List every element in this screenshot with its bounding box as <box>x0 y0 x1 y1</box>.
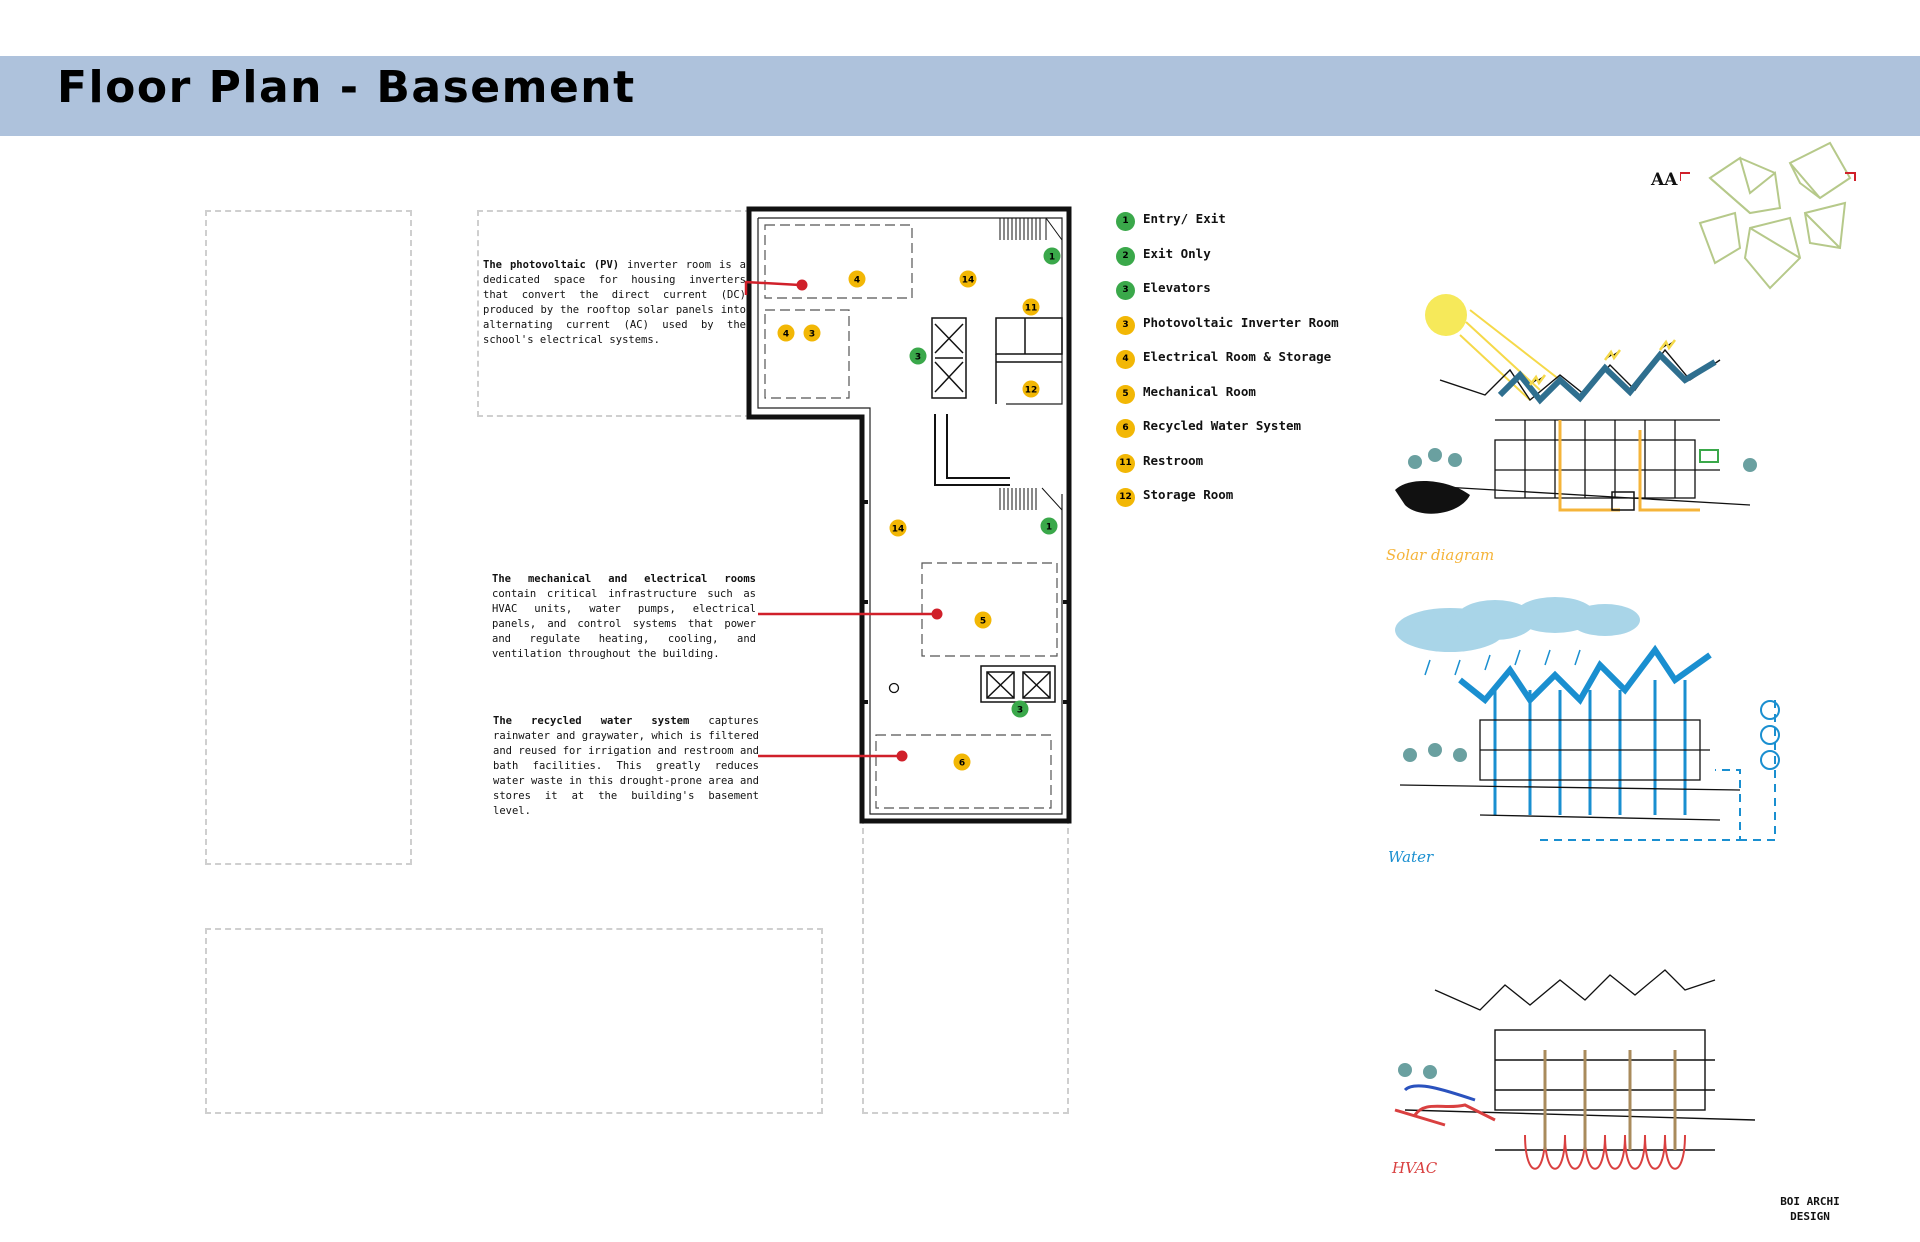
mechanical-room-outline <box>921 562 1058 657</box>
legend-item: 4 Electrical Room & Storage <box>1116 346 1376 381</box>
legend-dot: 4 <box>1116 350 1135 369</box>
plan-marker-4b-label: 4 <box>783 330 789 340</box>
elevator-upper <box>931 317 967 399</box>
plan-marker-12 <box>1022 380 1040 398</box>
plan-marker-6 <box>953 753 971 771</box>
plan-marker-3c-label: 3 <box>1017 706 1023 716</box>
note-recycled-water: The recycled water system captures rainw… <box>493 715 759 817</box>
legend-item: 3 Elevators <box>1116 277 1376 312</box>
legend-label: Storage Room <box>1143 487 1234 502</box>
hvac-section-sketch <box>1394 969 1756 1170</box>
plan-marker-14a <box>959 270 977 288</box>
legend-label: Restroom <box>1143 452 1204 468</box>
legend-dot: 11 <box>1116 453 1135 473</box>
leader-dot-water <box>896 750 908 762</box>
plan-marker-3a-label: 3 <box>915 353 921 363</box>
legend-label: Recycled Water System <box>1143 418 1302 433</box>
brand-line-2: DESIGN <box>1790 1210 1830 1223</box>
legend-item: 3 Photovoltaic Inverter Room <box>1116 312 1376 347</box>
note-mechanical-electrical: The mechanical and electrical rooms cont… <box>492 573 756 660</box>
header-band <box>0 56 1920 136</box>
elevator-lower <box>980 665 1056 703</box>
plan-marker-3c <box>1011 700 1029 718</box>
plan-marker-4a-label: 4 <box>854 276 860 286</box>
legend-label: Mechanical Room <box>1143 383 1256 399</box>
legend-item: 6 Recycled Water System <box>1116 415 1376 450</box>
brand-mark: BOI ARCHI DESIGN <box>1772 1194 1848 1224</box>
site-outline-bottom <box>205 928 823 1114</box>
plan-marker-5 <box>974 611 992 629</box>
solar-diagram-label: Solar diagram <box>1386 546 1495 564</box>
legend-item: 2 Exit Only <box>1116 243 1376 278</box>
plan-outer-wall <box>746 206 1072 824</box>
brand-line-1: BOI ARCHI <box>1780 1195 1840 1208</box>
plan-marker-6-label: 6 <box>959 759 965 769</box>
plan-marker-11-label: 11 <box>1025 304 1038 314</box>
restroom-storage-block <box>995 317 1063 404</box>
plan-marker-4b <box>777 324 795 342</box>
plan-marker-1a <box>1043 247 1061 265</box>
water-section-sketch <box>1395 597 1780 841</box>
plan-marker-4a <box>848 270 866 288</box>
leader-dot-mech <box>931 608 943 620</box>
plan-corridor <box>934 414 1010 486</box>
legend-label: Photovoltaic Inverter Room <box>1143 314 1339 330</box>
plan-marker-3a <box>909 347 927 365</box>
plan-marker-5-label: 5 <box>980 617 986 627</box>
plan-marker-14b <box>889 519 907 537</box>
plan-marker-1b-label: 1 <box>1046 523 1052 533</box>
stairs-lower <box>999 487 1063 511</box>
plan-marker-1b <box>1040 517 1058 535</box>
drain-symbol <box>888 682 900 694</box>
recycled-water-room-outline <box>875 734 1052 809</box>
plan-marker-14b-label: 14 <box>892 525 905 535</box>
solar-section-sketch <box>1395 294 1757 514</box>
page-title: Floor Plan - Basement <box>57 62 636 113</box>
key-plan-sketch <box>1680 141 1856 290</box>
site-outline-upper-middle <box>477 210 751 417</box>
legend-dot: 1 <box>1116 212 1135 231</box>
legend-item: 1 Entry/ Exit <box>1116 208 1376 243</box>
legend-dot: 6 <box>1116 419 1135 438</box>
section-marker: AA <box>1651 170 1678 190</box>
plan-marker-3b-label: 3 <box>809 330 815 340</box>
plan-marker-11 <box>1022 298 1040 316</box>
legend-dot: 3 <box>1116 315 1135 335</box>
plan-marker-14a-label: 14 <box>962 276 975 286</box>
site-outline-left <box>205 210 412 865</box>
legend-dot: 3 <box>1116 281 1135 300</box>
site-outline-right-bottom <box>862 818 1069 1114</box>
leader-lines <box>744 280 935 758</box>
legend-label: Entry/ Exit <box>1143 211 1226 226</box>
plan-marker-3b <box>803 324 821 342</box>
electrical-room-outline <box>764 224 913 299</box>
legend-label: Elevators <box>1143 280 1211 295</box>
legend: 1 Entry/ Exit 2 Exit Only 3 Elevators 3 … <box>1116 208 1376 519</box>
electrical-storage-outline <box>764 309 850 399</box>
legend-dot: 12 <box>1116 488 1135 507</box>
stairs-upper <box>999 217 1063 241</box>
legend-label: Exit Only <box>1143 245 1211 261</box>
plan-inner-wall <box>757 217 1063 815</box>
plan-marker-1a-label: 1 <box>1049 253 1055 263</box>
leader-dot-pv <box>796 279 808 291</box>
legend-dot: 5 <box>1116 384 1135 404</box>
legend-item: 12 Storage Room <box>1116 484 1376 519</box>
note-pv-inverter-room: The photovoltaic (PV) inverter room is a… <box>483 259 746 346</box>
legend-label: Electrical Room & Storage <box>1143 349 1332 364</box>
legend-item: 11 Restroom <box>1116 450 1376 485</box>
water-diagram-label: Water <box>1388 848 1434 866</box>
hvac-diagram-label: HVAC <box>1392 1159 1438 1177</box>
plan-marker-12-label: 12 <box>1025 386 1038 396</box>
column-ticks <box>864 500 1067 704</box>
legend-dot: 2 <box>1116 246 1135 266</box>
legend-item: 5 Mechanical Room <box>1116 381 1376 416</box>
